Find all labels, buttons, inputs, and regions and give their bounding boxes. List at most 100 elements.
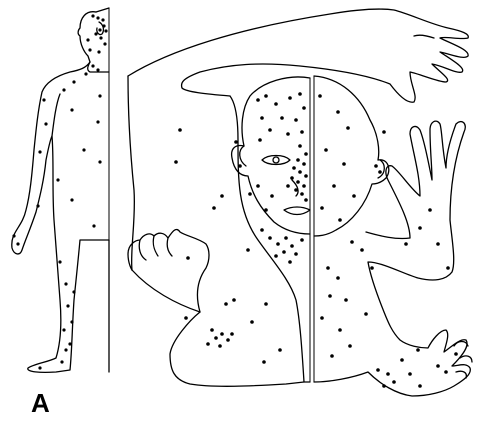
spread-lesion-dot [294,252,298,256]
spread-lesion-dot [324,148,328,152]
spread-lesion-dot [230,332,234,336]
spread-lesion-dot [304,198,308,202]
spread-lesion-dot [290,244,294,248]
body-lesion-dot [42,98,45,101]
body-lesion-dot [96,68,99,71]
spread-lesion-dot [250,320,254,324]
spread-lesion-dot [262,360,266,364]
body-lesion-dot [98,160,101,163]
spread-lesion-dot [382,130,386,134]
body-lesion-dot [91,14,94,17]
spread-lesion-dot [264,208,268,212]
body-lesion-dot [82,148,85,151]
spread-lesion-dot [246,248,250,252]
body-lesion-dot [102,24,105,27]
body-lesion-dot [94,32,97,35]
spread-lesion-dot [268,128,272,132]
spread-lesion-dot [214,336,218,340]
body-lesion-dot [64,348,67,351]
body-lesion-dot [72,80,75,83]
body-lesion-dot [104,29,107,32]
body-torso-outline [12,62,109,372]
spread-lesion-dot [260,116,264,120]
body-lesion-dot [56,178,59,181]
body-lesion-dot [72,290,75,293]
spread-lesion-dot [258,138,262,142]
spread-lesion-dot [300,130,304,134]
spread-lesion-dot [436,364,440,368]
spread-lesion-dot [260,228,264,232]
spread-lesion-dot [444,370,448,374]
spread-lesion-dot [416,348,420,352]
spread-lesion-dot [256,184,260,188]
spread-lesion-dot [418,226,422,230]
spread-lesion-dot [268,236,272,240]
spread-lesion-dot [284,236,288,240]
spread-lesion-dot [370,266,374,270]
spread-lesion-dot [338,328,342,332]
panel-label: A [31,390,50,416]
spread-lesion-dot [224,302,228,306]
left-foot-toe-3 [139,240,146,260]
spread-lesion-dot [206,342,210,346]
spread-lesion-dot [234,140,238,144]
body-lesion-dot [58,260,61,263]
body-lesion-dot [60,360,63,363]
spread-lesion-dot [294,118,298,122]
spread-lesion-dot [302,106,306,110]
spread-lesion-dot [298,92,302,96]
spread-lesion-dot [342,162,346,166]
body-hair-line [96,8,109,12]
body-lesion-dot [16,242,19,245]
spread-lesion-dot [280,116,284,120]
spread-lesion-dot [174,160,178,164]
spread-lesion-dot [376,368,380,372]
spread-lesion-dot [296,158,300,162]
spread-lesion-dot [336,110,340,114]
spread-lesion-dot [408,372,412,376]
spread-lesion-dot [302,162,306,166]
standing-body-figure [12,8,109,372]
body-lesion-dot [101,18,104,21]
spread-lesion-dot [302,184,306,188]
body-lesion-dot [99,36,102,39]
spread-lesion-dot [326,266,330,270]
body-lesion-dot [38,366,41,369]
body-lesion-dot [97,50,100,53]
spread-lesion-dot [348,344,352,348]
body-lesion-dot [86,38,89,41]
spread-lesion-dot [256,98,260,102]
arm-inner-edge [128,76,134,270]
spread-lesion-dot [446,266,450,270]
body-lesion-dot [103,42,106,45]
spread-lesion-dot [264,94,268,98]
spread-lesion-dot [278,348,282,352]
body-lesion-dot [98,94,101,97]
body-lesion-dot [91,64,94,67]
spread-lesion-dot [346,126,350,130]
spread-lesion-dot [184,316,188,320]
spread-lesion-dot [274,102,278,106]
raised-hand-thumb [414,35,434,38]
body-lesion-dot [88,48,91,51]
spread-lesion-dot [290,176,294,180]
spread-body-figure [128,9,472,396]
spread-lesion-dot [270,194,274,198]
body-lesion-dot [70,320,73,323]
body-lesion-dot [38,150,41,153]
spread-lesion-dot [344,298,348,302]
body-lesion-dot [92,224,95,227]
spread-lesion-dot [386,372,390,376]
spread-lesion-dot [350,240,354,244]
spread-lesion-dot [392,380,396,384]
spread-lesion-dot [292,166,296,170]
spread-lesion-dot [178,128,182,132]
spread-lesion-dot [248,192,252,196]
spread-lesion-dot [282,250,286,254]
spread-lesion-dot [400,358,404,362]
body-ear [97,22,104,35]
body-lesion-dot [64,282,67,285]
spread-lesion-dot [288,260,292,264]
